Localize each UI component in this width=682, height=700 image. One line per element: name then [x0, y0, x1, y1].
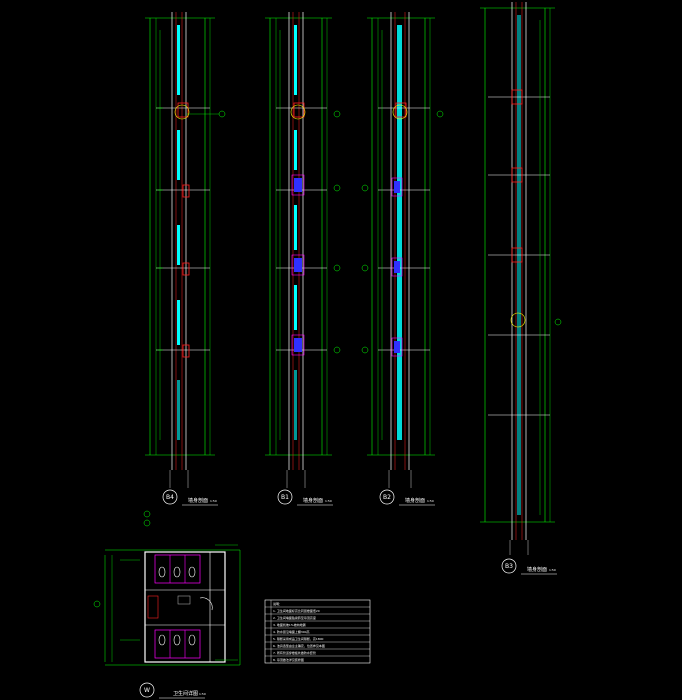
section-bubble-b3	[501, 558, 517, 574]
section-b4-bubble-label: B4	[166, 494, 174, 501]
section-b3-title: 墙身剖面	[527, 566, 547, 573]
section-bubble-b4	[162, 489, 178, 505]
section-b1-bubble-label: B1	[281, 494, 289, 501]
section-b1	[265, 12, 341, 488]
section-b3-scale: 1:50	[549, 568, 556, 572]
section-b4	[145, 12, 226, 488]
plan-title: 卫生间详图	[173, 690, 198, 697]
section-b2-bubble-label: B2	[383, 494, 391, 501]
notes-table	[264, 599, 371, 664]
section-b1-scale: 1:50	[325, 499, 332, 503]
section-bubble-b1	[277, 489, 293, 505]
bathroom-plan	[93, 510, 241, 666]
section-b2	[361, 12, 444, 488]
note-item: 6. 洁具选型由业主确定，位置参见本图	[273, 643, 325, 648]
section-b2-scale: 1:50	[427, 499, 434, 503]
plan-bubble	[139, 682, 155, 698]
section-bubble-b2	[379, 489, 395, 505]
note-item: 8. 吊顶做法详见装修图	[273, 657, 304, 662]
section-b3	[480, 2, 562, 555]
plan-bubble-label: W	[144, 687, 150, 694]
note-item: 5. 隔断采用成品卫生间隔断，高1800	[273, 636, 324, 641]
note-item: 2. 卫生间墙面贴瓷砖至吊顶高度	[273, 615, 316, 620]
section-b4-scale: 1:50	[210, 499, 217, 503]
section-b2-title: 墙身剖面	[405, 497, 425, 504]
section-b4-title: 墙身剖面	[188, 497, 208, 504]
section-b1-title: 墙身剖面	[303, 497, 323, 504]
section-b3-bubble-label: B3	[505, 563, 513, 570]
plan-scale: 1:50	[199, 692, 206, 696]
note-item: 7. 所有管道穿楼板处做防水套管	[273, 650, 316, 655]
section-bubbles	[139, 489, 557, 699]
notes-heading: 说明：	[273, 601, 282, 606]
note-item: 4. 防水层沿墙面上翻300高	[273, 629, 310, 634]
note-item: 3. 地面找坡1%坡向地漏	[273, 622, 306, 627]
note-item: 1. 卫生间地面标高比同层楼面低20	[273, 608, 320, 613]
